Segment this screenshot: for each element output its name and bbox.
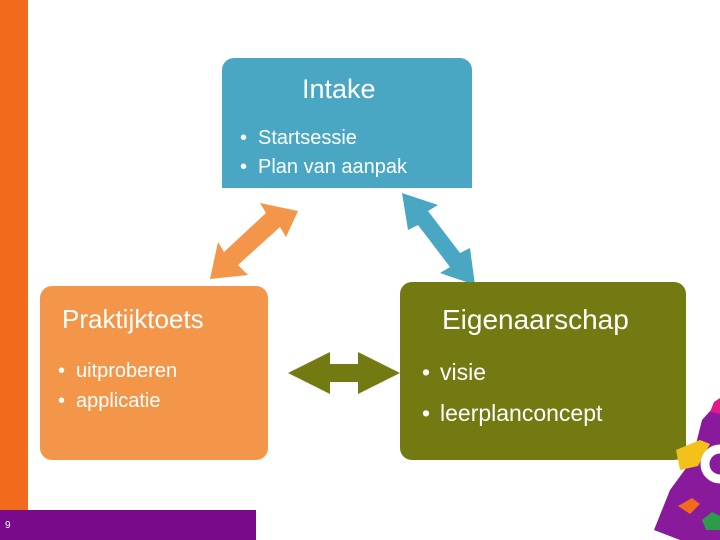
list-item: leerplanconcept [422,393,602,434]
intake-title: Intake [302,74,376,105]
arrow-intake-praktijktoets [210,203,298,279]
intake-box: Intake Startsessie Plan van aanpak [222,58,472,188]
eigenaarschap-title: Eigenaarschap [442,304,629,336]
arrow-intake-eigenaarschap [402,193,475,285]
page-number: 9 [5,520,11,531]
praktijktoets-box: Praktijktoets uitproberen applicatie [40,286,268,460]
praktijktoets-list: uitproberen applicatie [58,356,177,416]
list-item: Plan van aanpak [240,153,407,182]
decorative-logo-shapes [640,380,720,540]
footer-bar [0,510,256,540]
list-item: uitproberen [58,356,177,386]
praktijktoets-title: Praktijktoets [62,304,204,335]
list-item: applicatie [58,386,177,416]
list-item: Startsessie [240,124,407,153]
pink-shape [710,398,720,414]
arrow-praktijktoets-eigenaarschap [288,352,400,394]
eigenaarschap-list: visie leerplanconcept [422,352,602,434]
intake-list: Startsessie Plan van aanpak [240,124,407,182]
list-item: visie [422,352,602,393]
